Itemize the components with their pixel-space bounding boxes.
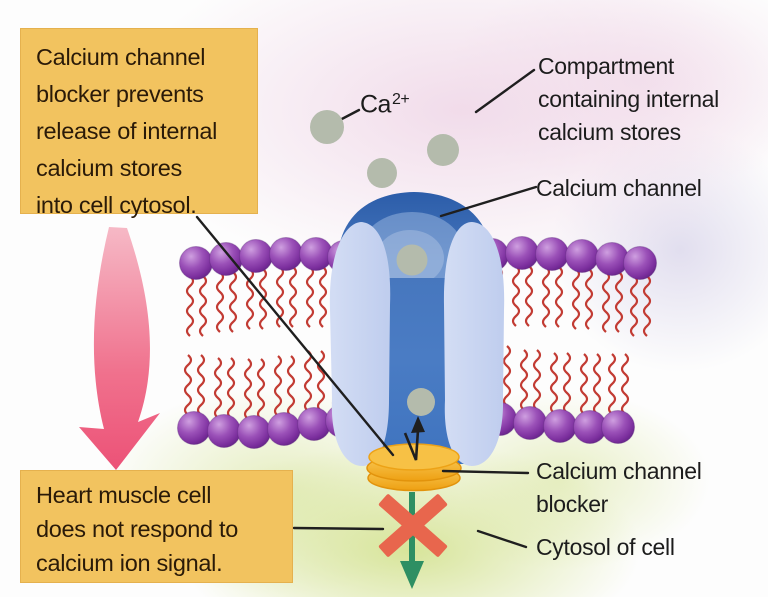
channel-lobe-right: [443, 222, 505, 466]
phospholipid: [178, 355, 211, 445]
line-calcium-channel: [439, 185, 538, 218]
phospholipid: [298, 351, 331, 441]
line-blocker-label: [441, 469, 530, 475]
ca-ion-label: Ca2+: [360, 90, 410, 119]
calcium-ion: [427, 134, 459, 166]
phospholipid: [566, 240, 599, 330]
phospholipid: [514, 350, 547, 440]
phospholipid: [270, 238, 303, 328]
label-compartment: Compartment containing internal calcium …: [538, 53, 719, 145]
phospholipid: [210, 243, 243, 333]
process-arrow-icon: [79, 227, 160, 470]
phospholipid: [300, 238, 333, 328]
calcium-ion: [407, 388, 435, 416]
annotation-lines: [195, 68, 538, 549]
label-cytosol: Cytosol of cell: [536, 534, 675, 560]
line-cytosol: [476, 529, 528, 549]
phospholipid: [602, 354, 635, 444]
channel-blocker-discs: [366, 443, 462, 492]
phospholipid: [536, 238, 569, 328]
callout-blocker-effect: Calcium channel blocker prevents release…: [20, 28, 258, 218]
calcium-ion: [367, 158, 397, 188]
blocked-x-icon: [378, 494, 448, 557]
ca-ion-label-base: Ca: [360, 90, 391, 119]
calcium-ion: [396, 244, 428, 276]
signal-arrow-icon: [400, 492, 424, 589]
blocked-ion-arrow: [403, 416, 425, 461]
phospholipid: [240, 240, 273, 330]
line-heart-callout-to-x: [292, 526, 385, 531]
phospholipid: [238, 359, 271, 449]
phospholipid: [506, 237, 539, 327]
callout-heart-effect: Heart muscle cell does not respond to ca…: [20, 470, 293, 583]
calcium-ion: [310, 110, 344, 144]
line-callout-to-blocker: [195, 215, 395, 457]
channel-lobe-left: [329, 222, 391, 466]
phospholipid: [208, 358, 241, 448]
phospholipid: [624, 247, 657, 337]
label-calcium-channel-blocker: Calcium channel blocker: [536, 458, 702, 517]
phospholipid: [268, 356, 301, 446]
ca-ion-label-charge: 2+: [391, 91, 410, 108]
label-calcium-channel: Calcium channel: [536, 175, 702, 201]
phospholipid: [180, 247, 213, 337]
phospholipid: [596, 243, 629, 333]
phospholipid: [544, 353, 577, 443]
line-compartment: [474, 68, 536, 114]
